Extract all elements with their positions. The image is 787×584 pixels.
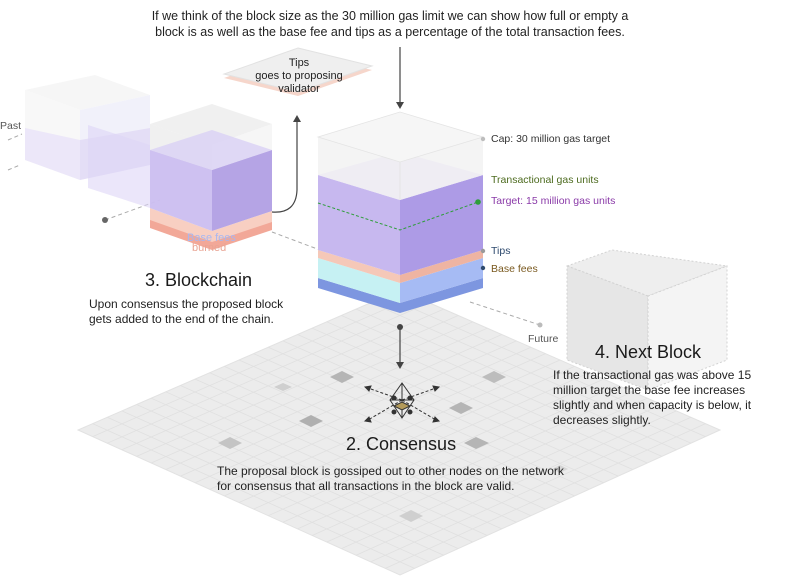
blockchain-description: Upon consensus the proposed block gets a… xyxy=(89,297,283,327)
grid-line xyxy=(238,359,561,503)
intro-text: If we think of the block size as the 30 … xyxy=(130,8,650,40)
transactional-label: Transactional gas units xyxy=(491,174,599,186)
timeline-past-label: Past xyxy=(0,120,22,132)
grid-line xyxy=(282,378,604,523)
timeline xyxy=(7,133,541,326)
next-block-description: If the transactional gas was above 15 mi… xyxy=(553,368,751,428)
chain-burned-label: burned xyxy=(192,242,227,254)
grid-line xyxy=(107,416,430,563)
network-node xyxy=(449,402,473,414)
grid-line xyxy=(385,423,706,569)
consensus-line-2: for consensus that all transactions in t… xyxy=(217,479,515,493)
grid-line xyxy=(165,391,488,536)
next-block xyxy=(565,249,728,391)
network-node xyxy=(482,371,506,383)
grid-line xyxy=(341,404,662,550)
blockchain-heading: 3. Blockchain xyxy=(145,270,253,290)
tips-box-line-2: goes to proposing xyxy=(255,70,343,82)
tips-label: Tips xyxy=(491,245,511,257)
blockchain-block xyxy=(88,104,272,250)
consensus-line-1: The proposal block is gossiped out to ot… xyxy=(217,464,564,478)
intro-line-2: block is as well as the base fee and tip… xyxy=(155,25,625,39)
grid-line xyxy=(312,391,633,536)
grid-line xyxy=(151,397,473,543)
timeline-future-label: Future xyxy=(528,333,559,345)
next-block-line-3: slightly and when capacity is below, it xyxy=(553,398,752,412)
proposal-block xyxy=(316,111,485,313)
tips-box-text: Tips goes to proposing validator xyxy=(246,57,352,96)
tips-box-line-1: Tips xyxy=(288,57,310,69)
timeline-start-dot xyxy=(102,217,108,223)
tips-box-line-3: validator xyxy=(278,83,320,95)
base-fees-label: Base fees xyxy=(491,263,538,275)
next-block-line-1: If the transactional gas was above 15 xyxy=(553,368,752,382)
grid-line xyxy=(370,416,692,563)
grid-line xyxy=(268,372,590,517)
grid-line xyxy=(297,385,619,530)
arrow-tips-to-validator xyxy=(271,115,301,213)
consensus-heading: 2. Consensus xyxy=(346,434,457,454)
grid-line xyxy=(224,365,546,510)
target-label: Target: 15 million gas units xyxy=(491,195,616,207)
network-node xyxy=(552,465,568,473)
arrow-to-consensus xyxy=(396,324,404,369)
grid-line xyxy=(194,378,517,523)
network-node xyxy=(464,437,489,449)
network-node xyxy=(299,415,323,427)
grid-line xyxy=(92,423,415,569)
cap-label: Cap: 30 million gas target xyxy=(491,133,611,145)
grid-line xyxy=(355,410,677,556)
intro-line-1: If we think of the block size as the 30 … xyxy=(151,9,629,23)
tips-validator-box xyxy=(222,47,374,96)
timeline-end-dot xyxy=(537,322,543,328)
chain-base-fees-label: Base fees xyxy=(187,232,236,244)
network-nodes xyxy=(218,371,568,522)
grid-line xyxy=(121,410,444,556)
consensus-description: The proposal block is gossiped out to ot… xyxy=(217,464,564,494)
network-ground-plane xyxy=(76,289,722,576)
grid-line xyxy=(180,385,502,530)
network-node xyxy=(274,383,292,391)
grid-line xyxy=(136,404,459,550)
next-block-line-4: decreases slightly. xyxy=(553,413,651,427)
arrow-to-block xyxy=(396,47,404,109)
consensus-gossip-icon xyxy=(363,382,441,423)
next-block-line-2: million target the base fee increases xyxy=(553,383,746,397)
blockchain-line-2: gets added to the end of the chain. xyxy=(89,312,274,326)
block-label-leaders xyxy=(475,136,486,271)
next-block-heading: 4. Next Block xyxy=(595,342,702,362)
grid-line xyxy=(326,397,648,543)
network-node xyxy=(218,437,242,449)
blockchain-line-1: Upon consensus the proposed block xyxy=(89,297,284,311)
grid-line xyxy=(253,365,575,510)
grid-line xyxy=(209,372,532,517)
network-node xyxy=(330,371,354,383)
network-node xyxy=(399,510,423,522)
